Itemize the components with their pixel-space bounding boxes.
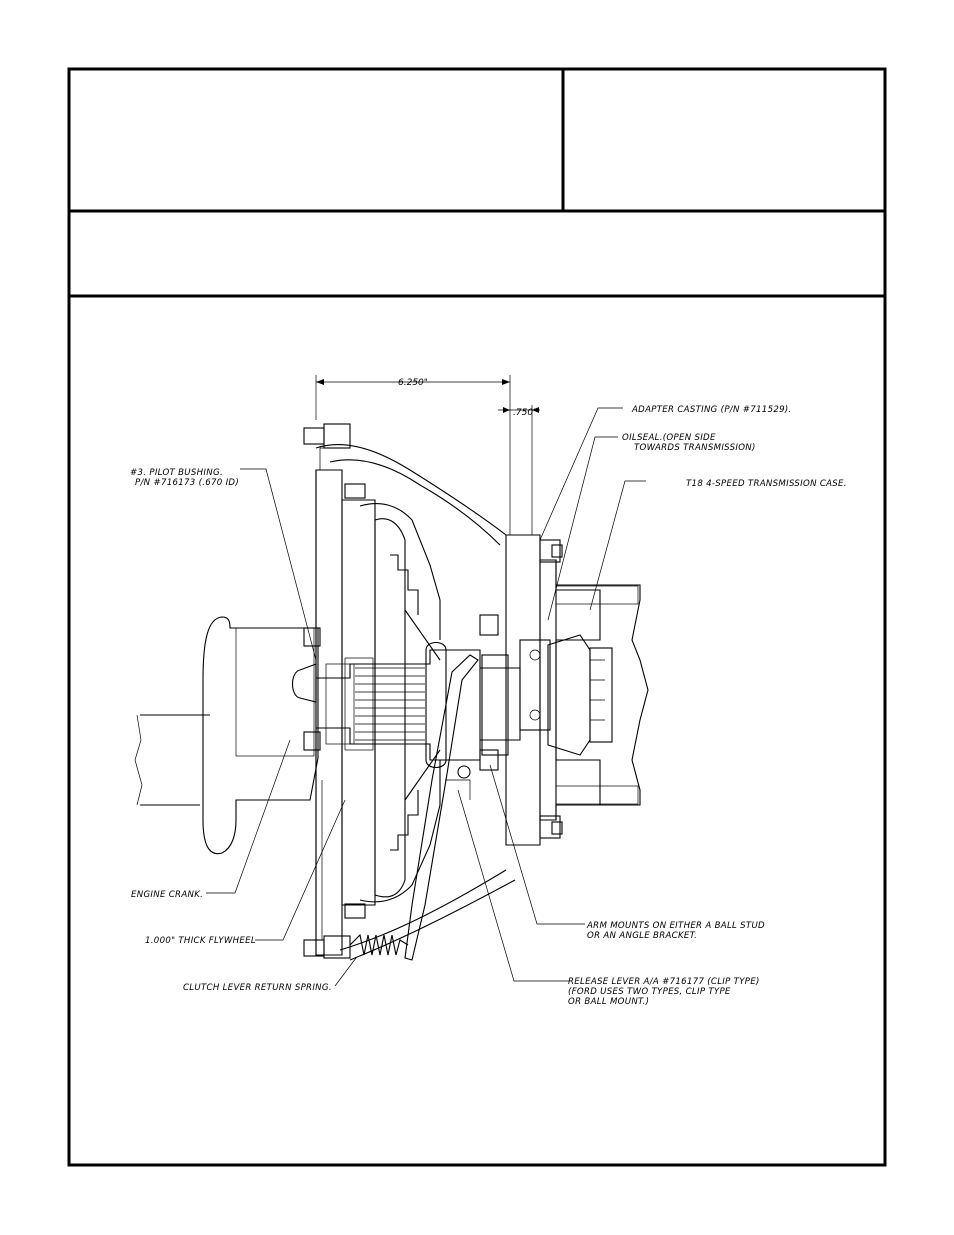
dimension-overall: 6.250" — [398, 378, 428, 388]
bell-housing — [315, 443, 516, 961]
sheet-border — [67, 67, 887, 1167]
callout-oilseal-line1: OILSEAL.(OPEN SIDE — [622, 433, 716, 443]
callout-pilot-bushing-line2: P/N #716173 (.670 ID) — [135, 478, 239, 488]
callout-release-lever-line3: OR BALL MOUNT.) — [568, 997, 649, 1007]
dimension-offset: .750" — [513, 408, 537, 418]
transmission-case — [519, 584, 649, 806]
callout-return-spring: CLUTCH LEVER RETURN SPRING. — [183, 983, 332, 993]
callout-pilot-bushing-line1: #3. PILOT BUSHING. — [130, 468, 223, 478]
callout-engine-crank: ENGINE CRANK. — [131, 890, 203, 900]
callout-release-lever-line1: RELEASE LEVER A/A #716177 (CLIP TYPE) — [568, 977, 760, 987]
leader-lines — [206, 407, 646, 987]
clutch-assembly-drawing: 6.250" .750" ADAPTER CASTING (P/N #71152… — [130, 375, 847, 1007]
dimensions: 6.250" .750" — [315, 375, 540, 535]
callout-release-lever-line2: (FORD USES TWO TYPES, CLIP TYPE — [568, 987, 731, 997]
callout-adapter-casting: ADAPTER CASTING (P/N #711529). — [631, 405, 792, 415]
callout-transmission-case: T18 4-SPEED TRANSMISSION CASE. — [686, 479, 847, 489]
callout-oilseal-line2: TOWARDS TRANSMISSION) — [634, 443, 756, 453]
flywheel — [303, 423, 351, 959]
callout-arm-mount-line1: ARM MOUNTS ON EITHER A BALL STUD — [586, 921, 765, 931]
release-lever — [404, 614, 509, 961]
callouts: ADAPTER CASTING (P/N #711529). OILSEAL.(… — [130, 405, 847, 1007]
callout-flywheel: 1.000" THICK FLYWHEEL — [145, 936, 256, 946]
callout-arm-mount-line2: OR AN ANGLE BRACKET. — [587, 931, 697, 941]
engine-crank — [134, 616, 319, 855]
pressure-plate — [341, 483, 441, 919]
input-shaft — [316, 649, 521, 761]
title-block — [67, 67, 887, 1167]
return-spring — [349, 933, 409, 956]
